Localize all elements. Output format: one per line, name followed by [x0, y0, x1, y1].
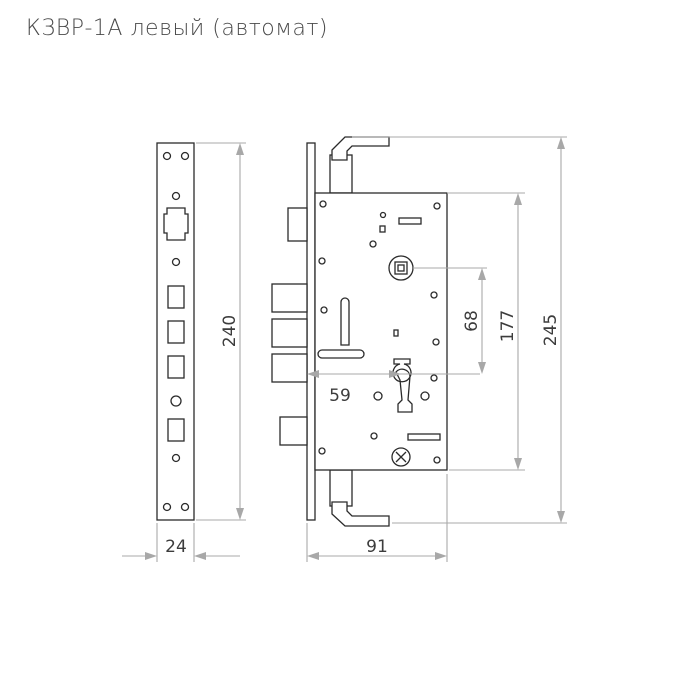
- slide-slot: [340, 297, 350, 346]
- spindle-square: [394, 261, 408, 275]
- rivet: [318, 447, 326, 455]
- horizontal-slot: [317, 349, 365, 359]
- latch-opening: [163, 207, 189, 241]
- lock-case: [314, 192, 448, 471]
- dimension-label-24: 24: [165, 537, 187, 557]
- screw-hole: [171, 453, 181, 463]
- pin: [379, 225, 386, 233]
- lock-body: [271, 136, 448, 527]
- bolt-opening: [167, 285, 185, 309]
- latch-bolt: [287, 207, 308, 242]
- rivet: [370, 432, 378, 440]
- rivet: [318, 257, 326, 265]
- rivet: [430, 374, 438, 382]
- rivet: [369, 240, 377, 248]
- screw-hole: [180, 151, 190, 161]
- slot: [398, 217, 422, 225]
- strike-plate: [156, 142, 195, 521]
- top-rod: [329, 154, 353, 194]
- bolt-opening: [167, 355, 185, 379]
- gear-mark: [395, 451, 407, 463]
- bolt-opening: [167, 418, 185, 442]
- rivet: [319, 200, 327, 208]
- rivet: [432, 338, 440, 346]
- cylinder-cutout: [395, 368, 413, 413]
- dimension-label-177: 177: [498, 310, 518, 342]
- rivet: [320, 306, 328, 314]
- rivet: [379, 211, 387, 219]
- screw-hole: [171, 257, 181, 267]
- dimension-label-59: 59: [329, 386, 351, 406]
- dimension-label-91: 91: [366, 537, 388, 557]
- cylinder-screw-hole: [373, 391, 383, 401]
- bottom-gear: [391, 447, 411, 467]
- dimension-label-240: 240: [220, 315, 240, 347]
- screw-hole: [170, 395, 182, 407]
- dead-bolt: [271, 353, 308, 383]
- screw-hole: [180, 502, 190, 512]
- dead-bolt: [271, 283, 308, 313]
- dimension-label-68: 68: [462, 310, 482, 332]
- bottom-rod: [329, 469, 353, 507]
- cylinder-screw-hole: [420, 391, 430, 401]
- screw-hole: [162, 151, 172, 161]
- bottom-rod-head: [331, 501, 390, 527]
- top-rod-head: [331, 136, 390, 161]
- screw-hole: [171, 191, 181, 201]
- dimension-label-245: 245: [541, 314, 561, 346]
- pin: [393, 329, 399, 337]
- rivet: [433, 456, 441, 464]
- lock-faceplate: [306, 142, 316, 521]
- strike-plate-outline: [156, 142, 195, 521]
- dead-bolt: [271, 318, 308, 348]
- bolt-opening: [167, 320, 185, 344]
- lower-bolt: [279, 416, 308, 446]
- rivet: [433, 202, 441, 210]
- page-title: КЗВР-1А левый (автомат): [26, 16, 329, 41]
- rivet: [430, 291, 438, 299]
- slot: [407, 433, 441, 441]
- dimension-lines: [122, 136, 567, 562]
- spindle-inner: [397, 264, 405, 272]
- cylinder-cutout-top: [392, 358, 412, 383]
- screw-hole: [162, 502, 172, 512]
